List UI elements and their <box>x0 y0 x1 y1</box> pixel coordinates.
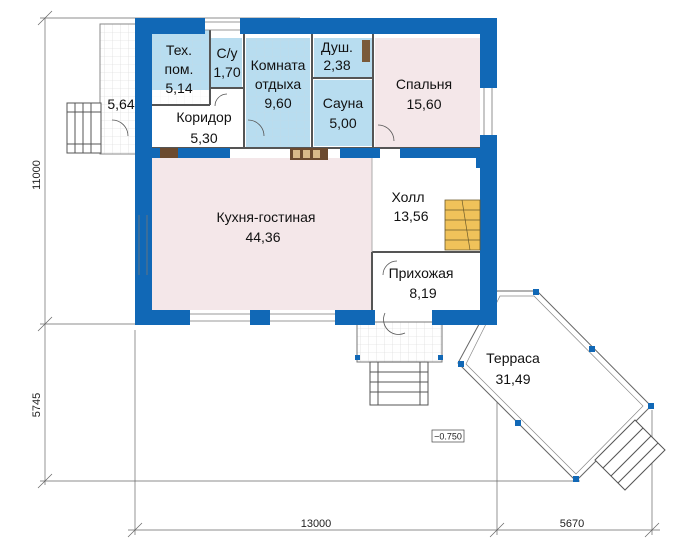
room-rest-area: 9,60 <box>264 95 291 111</box>
room-corridor-area: 5,30 <box>190 130 217 146</box>
room-wc-area: 1,70 <box>213 64 240 80</box>
room-entry-fill <box>374 254 482 310</box>
shower-fixture <box>362 40 370 62</box>
room-shower-name: Душ. <box>321 39 353 55</box>
room-wc-name: С/у <box>217 45 238 61</box>
room-hall-name: Холл <box>392 189 425 205</box>
tech-boiler <box>160 148 178 158</box>
porch-steps <box>66 102 102 154</box>
room-bedroom-fill <box>375 38 480 148</box>
dim-width-main: 13000 <box>301 518 332 530</box>
room-tech-name-1: Тех. <box>166 42 192 58</box>
dim-height-lower: 5745 <box>31 393 43 417</box>
staircase <box>444 199 481 251</box>
level-mark-box <box>431 429 465 443</box>
room-entry-name: Прихожая <box>389 265 454 281</box>
room-wc-fill <box>210 38 242 88</box>
terrace-steps <box>594 419 666 491</box>
exterior-walls <box>135 18 497 325</box>
room-corridor-name: Коридор <box>176 109 232 125</box>
room-sauna-name: Сауна <box>323 95 364 111</box>
room-bedroom-area: 15,60 <box>406 96 441 112</box>
doors <box>111 93 406 335</box>
room-kitchen-area: 44,36 <box>245 229 280 245</box>
dim-width-terrace: 5670 <box>560 518 584 530</box>
room-tech-name-2: пом. <box>165 61 194 77</box>
sauna-stove <box>290 148 328 160</box>
room-porch-area: 5,64 <box>107 96 134 112</box>
room-terrace-name: Терраса <box>486 350 540 366</box>
room-tech-area: 5,14 <box>165 80 192 96</box>
terrace-posts <box>458 289 654 482</box>
windows <box>138 21 493 322</box>
room-terrace-area: 31,49 <box>495 371 530 387</box>
room-rest-name-2: отдыха <box>255 76 302 92</box>
room-kitchen-name: Кухня-гостиная <box>216 209 315 225</box>
porch-floor <box>99 23 141 155</box>
dim-height-main: 11000 <box>31 160 43 190</box>
room-rest-name-1: Комната <box>251 57 306 73</box>
room-sauna-fill <box>314 80 372 146</box>
room-hall-area: 13,56 <box>393 208 428 224</box>
room-shower-area: 2,38 <box>323 57 350 73</box>
room-sauna-area: 5,00 <box>329 115 356 131</box>
entrance-steps <box>369 361 429 406</box>
entrance-porch <box>356 321 443 363</box>
room-bedroom-name: Спальня <box>396 76 452 92</box>
level-mark: −0.750 <box>434 432 462 442</box>
room-kitchen-fill <box>150 158 372 310</box>
room-entry-area: 8,19 <box>409 285 436 301</box>
